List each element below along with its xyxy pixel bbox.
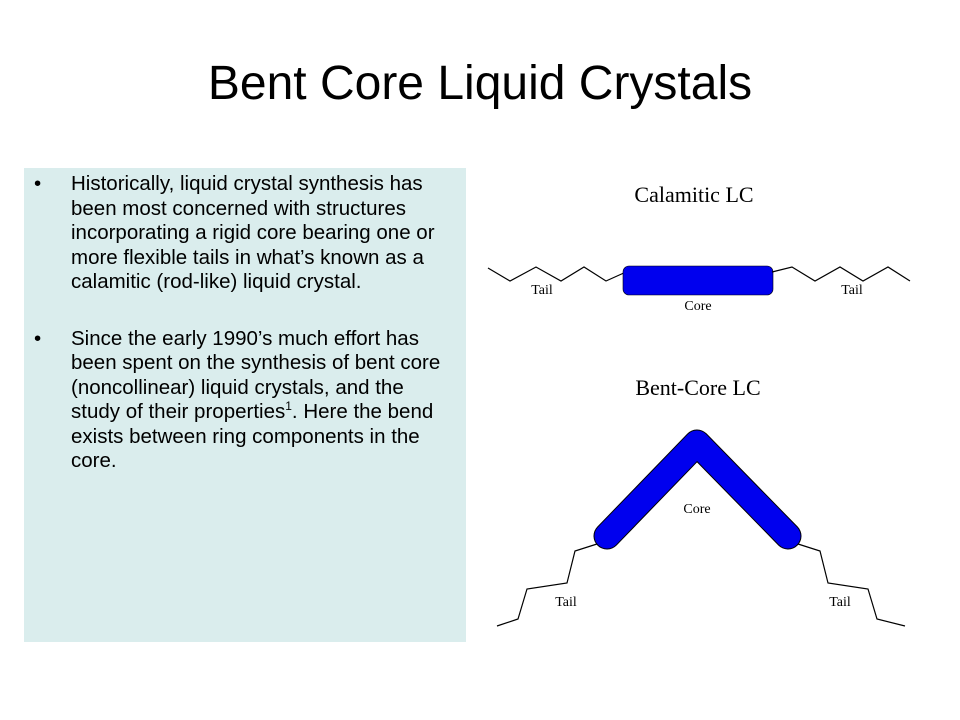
bullet-dot-icon: • <box>34 326 42 350</box>
slide-title: Bent Core Liquid Crystals <box>207 57 753 110</box>
bullet-item: • Since the early 1990’s much effort has… <box>24 327 466 474</box>
bent-core-lc-figure: Bent-Core LC Core Tail Tail <box>496 375 906 627</box>
calamitic-tail-right-label: Tail <box>841 283 863 298</box>
bent-core-rod <box>594 430 801 549</box>
calamitic-heading: Calamitic LC <box>634 182 753 207</box>
bent-core-tail-left-label: Tail <box>555 595 577 610</box>
bent-core-core-label: Core <box>683 502 710 517</box>
calamitic-core-label: Core <box>684 299 711 314</box>
calamitic-tail-left <box>487 266 627 282</box>
bullet-item: • Historically, liquid crystal synthesis… <box>24 172 466 295</box>
calamitic-lc-figure: Calamitic LC Tail Core Tail <box>487 182 911 314</box>
bullet-text-after: . Here the bend exists between ring comp… <box>71 400 434 472</box>
bullet-dot-icon: • <box>34 172 42 195</box>
bent-core-tail-right-label: Tail <box>829 595 851 610</box>
bullet-text-before: Since the early 1990’s much effort has b… <box>71 326 441 424</box>
text-panel: • Historically, liquid crystal synthesis… <box>24 168 466 642</box>
citation-superscript: 1 <box>285 399 292 414</box>
bullet-list: • Historically, liquid crystal synthesis… <box>24 168 466 474</box>
calamitic-tail-left-label: Tail <box>531 283 553 298</box>
bent-core-tail-left <box>496 543 598 627</box>
calamitic-core-rod <box>622 265 774 296</box>
bent-core-heading: Bent-Core LC <box>635 375 760 400</box>
bent-core-tail-right <box>797 543 906 627</box>
lc-structure-diagram: Calamitic LC Tail Core Tail Bent-Core LC… <box>487 182 911 627</box>
calamitic-tail-right <box>771 266 911 282</box>
bullet-text: Historically, liquid crystal synthesis h… <box>71 172 435 293</box>
